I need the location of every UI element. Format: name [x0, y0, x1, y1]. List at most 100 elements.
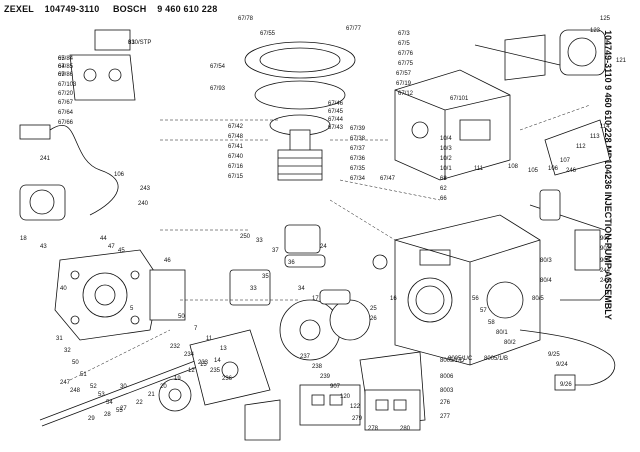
stop-solenoid — [19, 29, 136, 221]
diaphragm-assembly — [244, 41, 356, 181]
part-label: 67/36 — [350, 156, 366, 162]
distributor-head — [54, 249, 186, 341]
part-label: 67/64 — [58, 110, 74, 116]
part-label: 44 — [100, 236, 107, 242]
part-number-labels: 310/STP67/8467/8567/8667/10367/2067/6767… — [20, 16, 627, 432]
part-label: 50 — [72, 360, 79, 366]
part-label: 245 — [600, 278, 611, 284]
part-label: 9/24 — [556, 362, 568, 368]
part-label: 67/48 — [228, 134, 244, 140]
diagram-header: ZEXEL 104749-3110 BOSCH 9 460 610 228 — [4, 4, 217, 14]
part-label: 11 — [206, 336, 213, 342]
part-label: 80/5 — [532, 296, 544, 302]
part-label: 33 — [256, 238, 263, 244]
part-label: 246 — [566, 168, 577, 174]
part-label: 67/35 — [350, 166, 366, 172]
part-label: 248 — [70, 388, 81, 394]
part-label: 106 — [114, 172, 125, 178]
part-label: 123 — [590, 28, 601, 34]
top-right-actuator — [474, 29, 611, 176]
part-label: 279 — [352, 416, 363, 422]
part-label: 67/78 — [238, 16, 254, 22]
part-label: 80/4 — [540, 278, 552, 284]
part-label: 237 — [300, 354, 311, 360]
part-label: 10/4 — [440, 136, 452, 142]
part-label: 67/19 — [396, 81, 412, 87]
part-label: 32 — [64, 348, 71, 354]
part-label: 107 — [560, 158, 571, 164]
part-label: 57 — [480, 308, 487, 314]
part-label: 80/2 — [504, 340, 516, 346]
part-label: 67/93 — [210, 86, 226, 92]
part-label: 16 — [390, 296, 397, 302]
part-label: 67/66 — [58, 120, 74, 126]
part-label: 47 — [108, 244, 115, 250]
part-label: 55 — [116, 408, 123, 414]
part-label: 8005/1/D — [440, 358, 465, 364]
part-label: 121 — [616, 58, 627, 64]
part-label: 113 — [590, 134, 600, 140]
part-label: 67/15 — [228, 174, 244, 180]
part-label: 907 — [330, 384, 341, 390]
part-label: 14 — [214, 358, 221, 364]
part-label: 111 — [474, 166, 484, 172]
part-label: 67/41 — [228, 144, 244, 150]
part-label: 67/37 — [350, 146, 366, 152]
part-label: 68 — [440, 176, 447, 182]
part-label: 67/103 — [58, 82, 77, 88]
part-label: 240 — [138, 201, 149, 207]
part-label: 67/75 — [398, 61, 414, 67]
part-label: 37 — [272, 248, 279, 254]
part-label: 903 — [600, 258, 611, 264]
part-label: 8005/1/C — [448, 356, 473, 362]
part-label: 20 — [160, 384, 167, 390]
part-label: 67/43 — [328, 125, 344, 131]
part-label: 13 — [220, 346, 227, 352]
part-label: 67/57 — [396, 71, 412, 77]
part-label: 108 — [508, 164, 519, 170]
part-label: 53 — [98, 392, 105, 398]
part-label: 277 — [440, 414, 451, 420]
part-label: 67/38 — [350, 136, 366, 142]
part-label: 8005/1/B — [484, 356, 508, 362]
part-label: 250 — [240, 234, 251, 240]
part-label: 112 — [576, 144, 586, 150]
part-label: 40 — [60, 286, 67, 292]
part-label: 67/42 — [228, 124, 244, 130]
part-label: 236 — [222, 376, 233, 382]
part-label: 67/5 — [398, 41, 410, 47]
part-label: 18 — [20, 236, 27, 242]
timer-piston — [189, 329, 281, 441]
part-label: 243 — [140, 186, 151, 192]
part-label: 80/1 — [496, 330, 508, 336]
part-label: 65 — [58, 56, 65, 62]
part-label: 67/67 — [58, 100, 74, 106]
part-label: 901 — [600, 236, 611, 242]
part-label: 67/47 — [380, 176, 396, 182]
part-label: 36 — [288, 260, 295, 266]
part-label: 67/76 — [398, 51, 414, 57]
part-label: 67/46 — [328, 101, 344, 107]
part-label: 67/16 — [228, 164, 244, 170]
part-label: 35 — [262, 274, 269, 280]
assembly-leaders — [69, 104, 591, 381]
part-label: 29 — [88, 416, 95, 422]
part-label: 10/2 — [440, 156, 452, 162]
part-label: 64 — [58, 64, 65, 70]
part-label: 34 — [298, 286, 305, 292]
part-label: 30 — [120, 384, 127, 390]
part-label: 7 — [194, 326, 198, 332]
part-label: 278 — [368, 426, 379, 432]
part-label: 902 — [600, 246, 611, 252]
part-label: 67/20 — [58, 91, 74, 97]
part-label: 67/54 — [210, 64, 226, 70]
part-label: 235 — [210, 368, 221, 374]
part-label: 106 — [548, 166, 559, 172]
part-label: 67/3 — [398, 31, 410, 37]
header-zexel-number: 104749-3110 — [44, 4, 100, 14]
part-label: 67/34 — [350, 176, 366, 182]
part-label: 50 — [178, 314, 185, 320]
part-label: 239 — [320, 374, 331, 380]
part-label: 234 — [184, 352, 195, 358]
